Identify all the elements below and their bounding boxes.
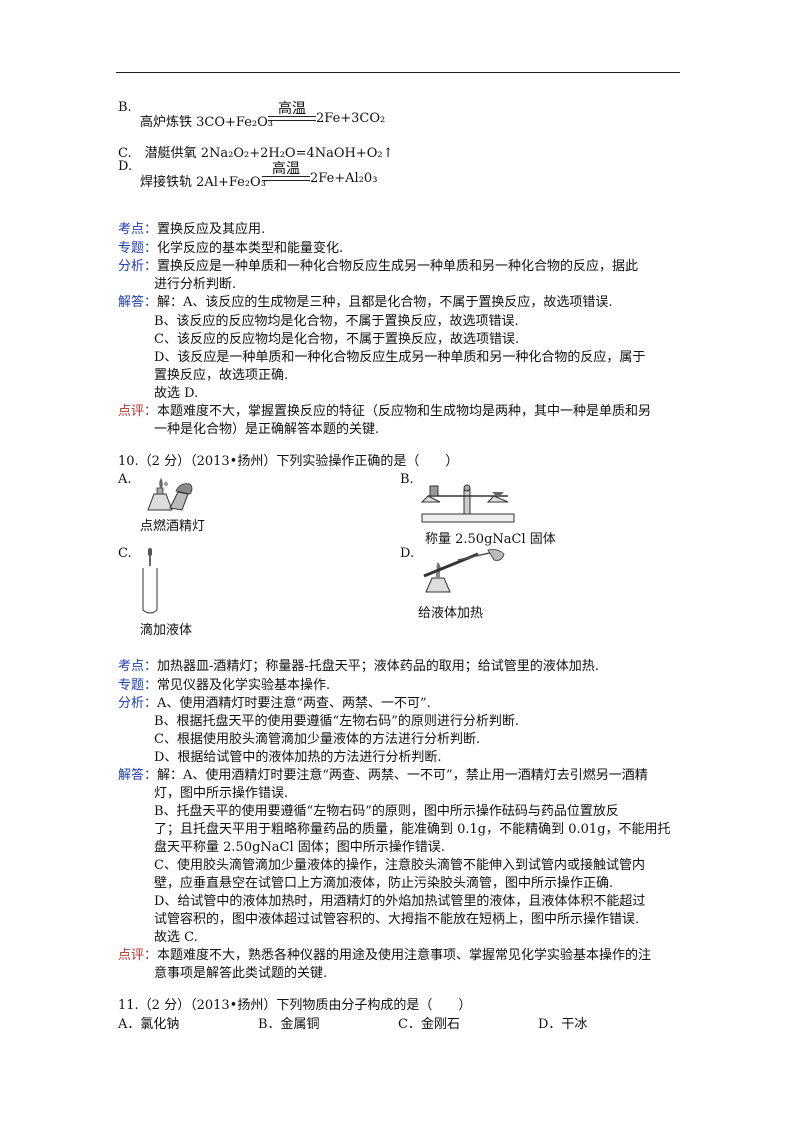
q10-dianping-text-2: 意事项是解答此类试题的关键. [154, 966, 328, 981]
q10-jieda-text-10: 故选 C. [154, 930, 198, 945]
q10-jieda-text-9: 试管容积的，图中液体超过试管容积的、大拇指不能放在短柄上，图中所示操作错误. [154, 912, 640, 927]
q10-jieda-text-5: 盘天平称量 2.50gNaCl 固体；图中所示操作错误. [154, 840, 445, 855]
q9-option-b-condition: 高温 [278, 101, 306, 117]
dropper-test-tube-figure [140, 546, 160, 616]
q10-jieda-label: 解答： [118, 768, 158, 783]
q9-option-d-text: 焊接铁轨 2Al+Fe₂O₃ [140, 175, 266, 190]
q9-zhuanti-label: 专题： [118, 241, 158, 256]
q10-fenxi-text-1: A、使用酒精灯时要注意“两查、两禁、一不可”. [157, 696, 431, 711]
q9-kaodian: 考点：置换反应及其应用. [118, 220, 265, 239]
q9-fenxi: 分析：置换反应是一种单质和一种化合物反应生成另一种单质和另一种化合物的反应，据此 [118, 257, 638, 276]
q9-jieda-text-2: B、该反应的反应物均是化合物，不属于置换反应，故选项错误. [154, 314, 519, 329]
q10-fenxi-text-3: C、根据使用胶头滴管滴加少量液体的方法进行分析判断. [154, 732, 481, 747]
q10-option-b-letter: B. [400, 472, 414, 487]
q9-zhuanti-text: 化学反应的基本类型和能量变化. [157, 241, 344, 256]
q10-fenxi: 分析：A、使用酒精灯时要注意“两查、两禁、一不可”. [118, 694, 431, 713]
q10-jieda-text-3: B、托盘天平的使用要遵循“左物右码”的原则，图中所示操作砝码与药品位置放反 [154, 804, 619, 819]
q10-zhuanti: 专题：常见仪器及化学实验基本操作. [118, 676, 330, 695]
q10-jieda-text-7: 壁，应垂直悬空在试管口上方滴加液体，防止污染胶头滴管，图中所示操作正确. [154, 876, 614, 891]
q10-option-a-caption: 点燃酒精灯 [140, 519, 206, 534]
q10-dianping-text-1: 本题难度不大，熟悉各种仪器的用途及使用注意事项、掌握常见化学实验基本操作的注 [157, 948, 652, 963]
q9-fenxi-label: 分析： [118, 259, 158, 274]
q10-option-d-letter: D. [400, 546, 415, 561]
q9-jieda-text-3: C、该反应的反应物均是化合物，不属于置换反应，故选项错误. [154, 332, 520, 347]
q9-jieda-text-4: D、该反应是一种单质和一种化合物反应生成另一种单质和另一种化合物的反应，属于 [154, 350, 646, 365]
alcohol-lamp-lighting-figure [140, 476, 200, 514]
q10-jieda-text-8: D、给试管中的液体加热时，用酒精灯的外焰加热试管里的液体，且液体体积不能超过 [154, 894, 646, 909]
q9-dianping-label: 点评： [118, 404, 158, 419]
q10-kaodian-label: 考点： [118, 659, 158, 674]
q9-kaodian-text: 置换反应及其应用. [157, 222, 266, 237]
balance-scale-figure [418, 478, 518, 524]
q9-jieda-text-6: 故选 D. [154, 386, 199, 401]
q10-jieda: 解答：解：A、使用酒精灯时要注意“两查、两禁、一不可”，禁止用一酒精灯去引燃另一… [118, 766, 648, 785]
q9-zhuanti: 专题：化学反应的基本类型和能量变化. [118, 239, 343, 258]
q10-fenxi-text-2: B、根据托盘天平的使用要遵循“左物右码”的原则进行分析判断. [154, 714, 519, 729]
q10-option-c-letter: C. [118, 546, 132, 561]
q10-option-a-letter: A. [118, 472, 132, 487]
q10-dianping: 点评：本题难度不大，熟悉各种仪器的用途及使用注意事项、掌握常见化学实验基本操作的… [118, 946, 651, 965]
q10-fenxi-text-4: D、根据给试管中的液体加热的方法进行分析判断. [154, 750, 442, 765]
q10-jieda-text-1: 解：A、使用酒精灯时要注意“两查、两禁、一不可”，禁止用一酒精灯去引燃另一酒精 [157, 768, 648, 783]
q10-jieda-text-4: 了；且托盘天平用于粗略称量药品的质量，能准确到 0.1g，不能精确到 0.01g… [154, 822, 671, 837]
q9-fenxi-text-2: 进行分析判断. [154, 277, 237, 292]
q9-option-c: C. 潜艇供氧 2Na₂O₂+2H₂O=4NaOH+O₂↑ [118, 146, 394, 161]
q9-option-d-product: 2Fe+Al₂0₃ [310, 171, 378, 186]
q10-option-c-caption: 滴加液体 [140, 623, 193, 638]
q10-kaodian-text: 加热器皿-酒精灯；称量器-托盘天平；液体药品的取用；给试管里的液体加热. [157, 659, 599, 674]
q11-option-b: B．金属铜 [258, 1017, 320, 1032]
q9-jieda: 解答：解：A、该反应的生成物是三种，且都是化合物，不属于置换反应，故选项错误. [118, 293, 613, 312]
q11-option-c: C．金刚石 [398, 1017, 460, 1032]
q11-option-a: A．氯化钠 [118, 1017, 180, 1032]
q10-option-d-caption: 给液体加热 [418, 606, 484, 621]
q10-option-b-caption: 称量 2.50gNaCl 固体 [425, 532, 556, 547]
q9-dianping-text-1: 本题难度不大，掌握置换反应的特征（反应物和生成物均是两种，其中一种是单质和另 [157, 404, 652, 419]
q9-option-b-letter: B. [118, 100, 132, 115]
q9-option-d-condition: 高温 [272, 161, 300, 177]
q9-option-b-text: 高炉炼铁 3CO+Fe₂O₃ [140, 115, 273, 130]
q9-jieda-label: 解答： [118, 295, 158, 310]
q9-dianping-text-2: 一种是化合物）是正确解答本题的关键. [154, 422, 380, 437]
q10-dianping-label: 点评： [118, 948, 158, 963]
q9-option-d-letter: D. [118, 159, 133, 174]
heating-liquid-figure [418, 548, 508, 596]
q9-fenxi-text-1: 置换反应是一种单质和一种化合物反应生成另一种单质和另一种化合物的反应，据此 [157, 259, 639, 274]
q9-kaodian-label: 考点： [118, 222, 158, 237]
q10-kaodian: 考点：加热器皿-酒精灯；称量器-托盘天平；液体药品的取用；给试管里的液体加热. [118, 657, 599, 676]
q10-stem: 10.（2 分）（2013•扬州）下列实验操作正确的是（ ） [118, 454, 459, 469]
header-rule [116, 72, 680, 73]
q11-stem: 11.（2 分）（2013•扬州）下列物质由分子构成的是（ ） [118, 998, 472, 1013]
q10-zhuanti-text: 常见仪器及化学实验基本操作. [157, 678, 331, 693]
q10-jieda-text-2: 灯，图中所示操作错误. [154, 786, 289, 801]
q9-jieda-text-5: 置换反应，故选项正确. [154, 368, 289, 383]
q11-option-d: D．干冰 [538, 1017, 588, 1032]
q9-option-b-product: 2Fe+3CO₂ [316, 111, 386, 126]
q10-fenxi-label: 分析： [118, 696, 158, 711]
q9-dianping: 点评：本题难度不大，掌握置换反应的特征（反应物和生成物均是两种，其中一种是单质和… [118, 402, 651, 421]
q10-zhuanti-label: 专题： [118, 678, 158, 693]
q10-jieda-text-6: C、使用胶头滴管滴加少量液体的操作，注意胶头滴管不能伸入到试管内或接触试管内 [154, 858, 645, 873]
q9-jieda-text-1: 解：A、该反应的生成物是三种，且都是化合物，不属于置换反应，故选项错误. [157, 295, 613, 310]
